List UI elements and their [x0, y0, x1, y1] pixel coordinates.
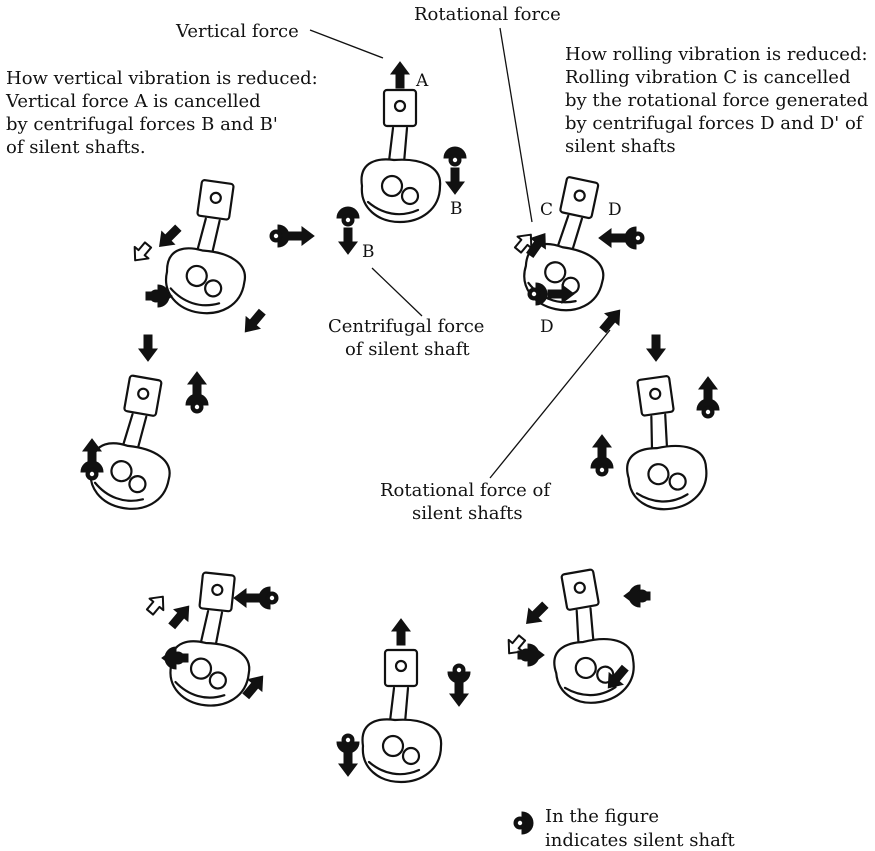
rotational-silent-leader	[489, 329, 611, 479]
piston-icon	[613, 371, 713, 516]
vertical-vibration-text: How vertical vibration is reduced: Verti…	[5, 68, 318, 158]
lower-right-assembly	[501, 563, 651, 710]
silent-shaft-icon	[269, 224, 290, 248]
rotational-silent-label: Rotational force of	[380, 480, 551, 501]
legend-label: indicates silent shaft	[545, 830, 735, 851]
centrifugal-force-label: of silent shaft	[345, 339, 470, 360]
force-arrow-icon	[338, 227, 358, 255]
centrifugal-force-label-group: Centrifugal force of silent shaft	[328, 267, 484, 360]
bottom-assembly	[336, 618, 471, 784]
vertical-vibration-line: by centrifugal forces B and B'	[6, 114, 278, 135]
force-arrow-icon	[595, 303, 628, 337]
letter-d-top: D	[608, 200, 622, 220]
force-arrow-icon	[519, 598, 552, 631]
piston-icon	[538, 563, 641, 710]
letter-a: A	[415, 71, 429, 91]
hollow-arrow-icon	[127, 238, 156, 268]
legend: In the figure indicates silent shaft	[513, 806, 735, 851]
force-arrow-icon	[338, 749, 358, 777]
piston-icon	[361, 648, 443, 784]
rolling-vibration-line: Rolling vibration C is cancelled	[565, 67, 850, 88]
lower-left-assembly	[142, 568, 279, 711]
silent-shaft-icon	[336, 206, 360, 227]
rolling-vibration-text: How rolling vibration is reduced: Rollin…	[565, 44, 868, 157]
force-arrow-icon	[233, 588, 261, 608]
letter-b-prime: B	[362, 242, 375, 262]
vertical-vibration-line: of silent shafts.	[6, 137, 146, 158]
rolling-vibration-line: silent shafts	[565, 136, 676, 157]
vertical-vibration-heading: How vertical vibration is reduced:	[6, 68, 318, 89]
piston-icon	[160, 175, 259, 320]
rotational-silent-label-group: Rotational force of silent shafts	[380, 329, 611, 524]
force-arrow-icon	[391, 618, 411, 646]
force-arrow-icon	[390, 61, 410, 89]
rotational-force-label-group: Rotational force	[414, 4, 561, 223]
rolling-vibration-line: by centrifugal forces D and D' of	[565, 113, 864, 134]
force-arrow-icon	[164, 599, 197, 633]
upper-right-assembly: C D D	[510, 170, 645, 337]
force-arrow-icon	[152, 221, 185, 254]
vertical-force-leader	[309, 29, 384, 59]
force-arrow-icon	[138, 334, 158, 362]
legend-label: In the figure	[545, 806, 659, 827]
force-arrow-icon	[598, 228, 626, 248]
letter-d-bottom: D	[540, 317, 554, 337]
force-arrow-icon	[646, 334, 666, 362]
centrifugal-force-label: Centrifugal force	[328, 316, 484, 337]
rotational-silent-label: silent shafts	[412, 503, 523, 524]
top-assembly: A B B	[336, 61, 467, 262]
force-arrow-icon	[287, 226, 315, 246]
rotational-force-leader	[499, 27, 533, 223]
vertical-force-label: Vertical force	[175, 21, 299, 42]
upper-left-assembly	[127, 175, 315, 339]
letter-b: B	[450, 199, 463, 219]
vertical-force-label-group: Vertical force	[175, 21, 384, 59]
force-arrow-icon	[187, 371, 207, 399]
force-arrow-icon	[698, 376, 718, 404]
vertical-vibration-line: Vertical force A is cancelled	[5, 91, 261, 112]
force-arrow-icon	[592, 434, 612, 462]
force-arrow-icon	[449, 679, 469, 707]
rotational-force-label: Rotational force	[414, 4, 561, 25]
centrifugal-force-leader	[371, 267, 423, 317]
rolling-vibration-heading: How rolling vibration is reduced:	[565, 44, 868, 65]
silent-shaft-icon	[513, 811, 534, 835]
piston-icon	[360, 88, 442, 224]
silent-shaft-icon	[443, 146, 467, 167]
force-arrow-icon	[237, 305, 270, 339]
silent-shaft-icon	[624, 226, 645, 250]
force-arrow-icon	[445, 167, 465, 195]
right-middle-assembly	[590, 334, 720, 516]
left-middle-assembly	[80, 334, 209, 517]
silent-shaft-icon	[258, 586, 279, 610]
rolling-vibration-line: by the rotational force generated	[565, 90, 868, 111]
hollow-arrow-icon	[142, 589, 171, 619]
letter-c: C	[540, 200, 553, 220]
piston-icon	[84, 370, 187, 517]
